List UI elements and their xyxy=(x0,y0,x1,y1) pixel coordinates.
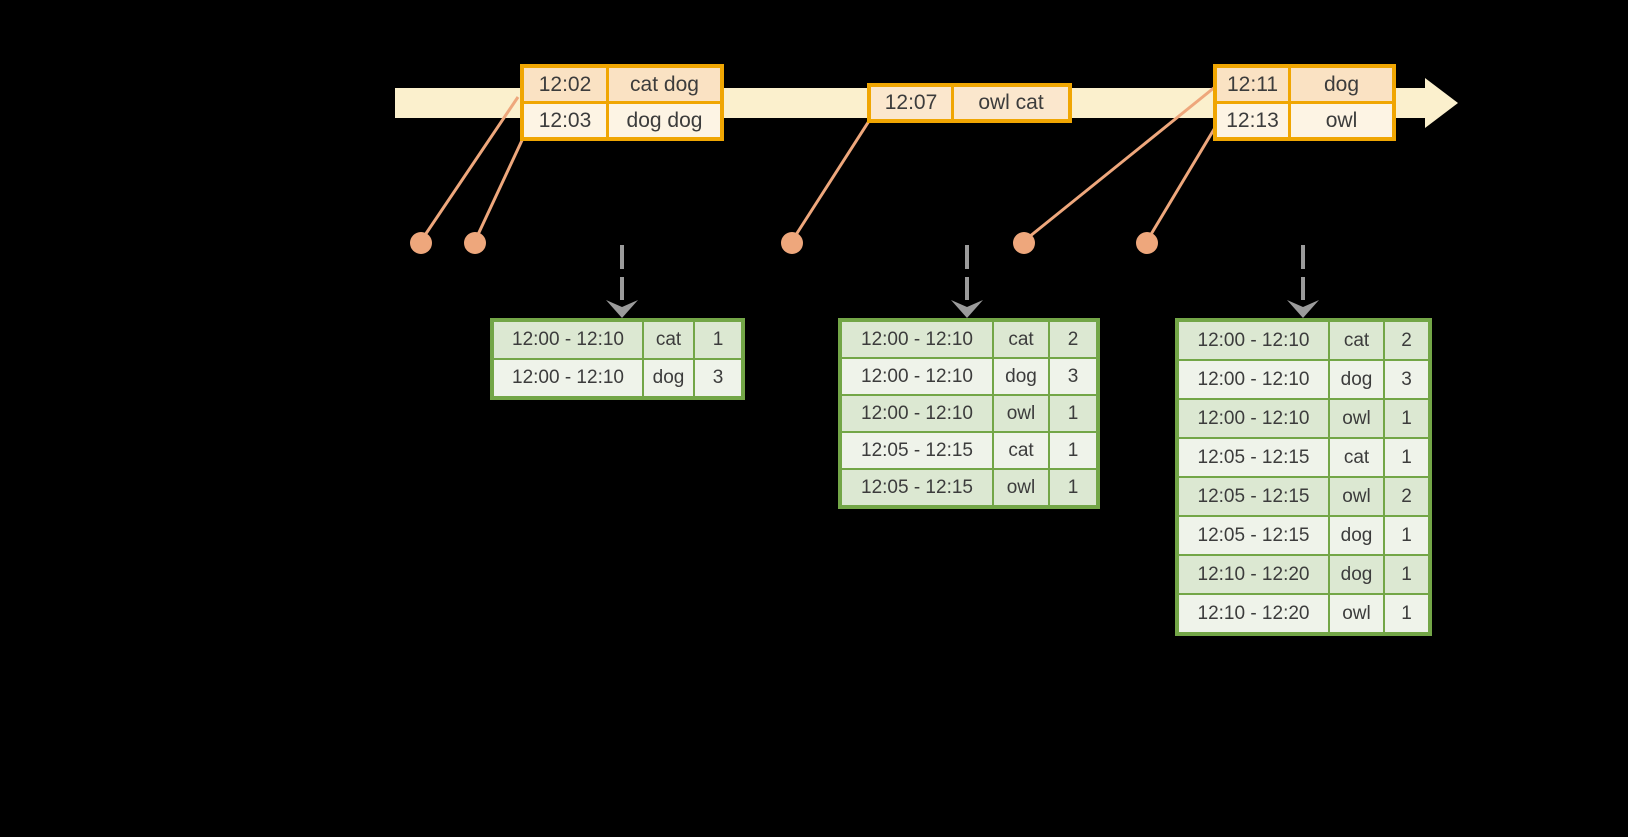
result-word: cat xyxy=(1330,322,1385,359)
result-count: 1 xyxy=(1401,603,1412,624)
event-table-1: 12:02 cat dog 12:03 dog dog xyxy=(520,64,724,141)
result-row: 12:05 - 12:15 cat 1 xyxy=(842,431,1096,468)
result-word: owl xyxy=(1330,400,1385,437)
event-time: 12:11 xyxy=(1217,68,1291,101)
result-count: 1 xyxy=(1067,440,1079,461)
result-row: 12:05 - 12:15 dog 1 xyxy=(1179,515,1428,554)
event-words: owl xyxy=(1325,109,1358,132)
result-count: 2 xyxy=(1401,486,1412,507)
trigger-arrowhead-icon xyxy=(606,300,638,318)
event-words: dog xyxy=(1323,73,1360,96)
event-dot xyxy=(1013,232,1035,254)
result-row: 12:00 - 12:10 cat 2 xyxy=(1179,322,1428,359)
result-window: 12:05 - 12:15 xyxy=(1179,517,1330,554)
trigger-arrowhead-icon xyxy=(1287,300,1319,318)
result-row: 12:05 - 12:15 owl 2 xyxy=(1179,476,1428,515)
event-time: 12:13 xyxy=(1217,104,1291,137)
result-row: 12:05 - 12:15 cat 1 xyxy=(1179,437,1428,476)
result-word: dog xyxy=(1330,361,1385,398)
result-count: 2 xyxy=(1401,330,1412,351)
result-word: owl xyxy=(1330,478,1385,515)
result-window: 12:00 - 12:10 xyxy=(842,396,994,431)
result-window: 12:10 - 12:20 xyxy=(1179,595,1330,632)
result-window: 12:00 - 12:10 xyxy=(842,359,994,394)
result-word: dog xyxy=(994,359,1050,394)
result-table-3: 12:00 - 12:10 cat 2 12:00 - 12:10 dog 3 … xyxy=(1175,318,1432,636)
event-time: 12:03 xyxy=(524,104,609,137)
result-window: 12:05 - 12:15 xyxy=(842,470,994,505)
result-count: 1 xyxy=(1401,525,1412,546)
event-dot xyxy=(410,232,432,254)
result-row: 12:05 - 12:15 owl 1 xyxy=(842,468,1096,505)
connector-line xyxy=(1023,85,1216,243)
result-row: 12:00 - 12:10 owl 1 xyxy=(842,394,1096,431)
event-words: cat dog xyxy=(630,73,699,96)
connector-line xyxy=(419,96,520,242)
event-table-2: 12:07 owl cat xyxy=(867,83,1072,123)
event-dot xyxy=(781,232,803,254)
result-word: dog xyxy=(1330,517,1385,554)
result-row: 12:00 - 12:10 cat 2 xyxy=(842,322,1096,357)
result-table-2: 12:00 - 12:10 cat 2 12:00 - 12:10 dog 3 … xyxy=(838,318,1100,509)
connector-line xyxy=(790,120,871,242)
result-row: 12:00 - 12:10 cat 1 xyxy=(494,322,741,358)
result-count: 1 xyxy=(1067,477,1079,498)
result-row: 12:10 - 12:20 dog 1 xyxy=(1179,554,1428,593)
result-window: 12:00 - 12:10 xyxy=(842,322,994,357)
result-count: 1 xyxy=(1401,447,1412,468)
result-count: 1 xyxy=(712,329,724,350)
result-count: 3 xyxy=(712,367,724,388)
result-window: 12:00 - 12:10 xyxy=(1179,400,1330,437)
result-word: cat xyxy=(1330,439,1385,476)
event-connector-lines xyxy=(419,85,1218,243)
result-window: 12:00 - 12:10 xyxy=(494,322,644,358)
event-time: 12:02 xyxy=(524,68,609,101)
trigger-arrows xyxy=(606,245,1319,318)
result-word: cat xyxy=(994,322,1050,357)
connector-line xyxy=(1145,125,1218,242)
result-word: owl xyxy=(994,470,1050,505)
result-word: owl xyxy=(994,396,1050,431)
event-dot xyxy=(464,232,486,254)
event-words: dog dog xyxy=(626,109,703,132)
event-words: owl cat xyxy=(978,91,1044,114)
result-window: 12:00 - 12:10 xyxy=(1179,361,1330,398)
result-word: cat xyxy=(994,433,1050,468)
event-row: 12:02 cat dog xyxy=(524,68,720,101)
result-window: 12:05 - 12:15 xyxy=(842,433,994,468)
event-dot xyxy=(1136,232,1158,254)
result-row: 12:00 - 12:10 dog 3 xyxy=(494,358,741,396)
result-row: 12:00 - 12:10 owl 1 xyxy=(1179,398,1428,437)
timeline-arrowhead-icon xyxy=(1425,78,1458,128)
event-table-3: 12:11 dog 12:13 owl xyxy=(1213,64,1396,141)
result-word: owl xyxy=(1330,595,1385,632)
result-count: 3 xyxy=(1067,366,1079,387)
result-table-1: 12:00 - 12:10 cat 1 12:00 - 12:10 dog 3 xyxy=(490,318,745,400)
event-row: 12:13 owl xyxy=(1217,101,1392,137)
result-word: cat xyxy=(644,322,695,358)
result-row: 12:00 - 12:10 dog 3 xyxy=(1179,359,1428,398)
result-window: 12:00 - 12:10 xyxy=(1179,322,1330,359)
result-count: 1 xyxy=(1401,564,1412,585)
result-row: 12:00 - 12:10 dog 3 xyxy=(842,357,1096,394)
result-window: 12:10 - 12:20 xyxy=(1179,556,1330,593)
result-count: 1 xyxy=(1067,403,1079,424)
result-window: 12:05 - 12:15 xyxy=(1179,478,1330,515)
event-time: 12:07 xyxy=(871,87,954,119)
result-count: 1 xyxy=(1401,408,1412,429)
result-count: 3 xyxy=(1401,369,1412,390)
connector-line xyxy=(473,135,526,242)
result-row: 12:10 - 12:20 owl 1 xyxy=(1179,593,1428,632)
event-row: 12:07 owl cat xyxy=(871,87,1068,119)
result-window: 12:00 - 12:10 xyxy=(494,360,644,396)
trigger-arrowhead-icon xyxy=(951,300,983,318)
result-word: dog xyxy=(1330,556,1385,593)
event-row: 12:03 dog dog xyxy=(524,101,720,137)
result-count: 2 xyxy=(1067,329,1079,350)
result-window: 12:05 - 12:15 xyxy=(1179,439,1330,476)
event-row: 12:11 dog xyxy=(1217,68,1392,101)
event-dots xyxy=(410,232,1158,254)
result-word: dog xyxy=(644,360,695,396)
